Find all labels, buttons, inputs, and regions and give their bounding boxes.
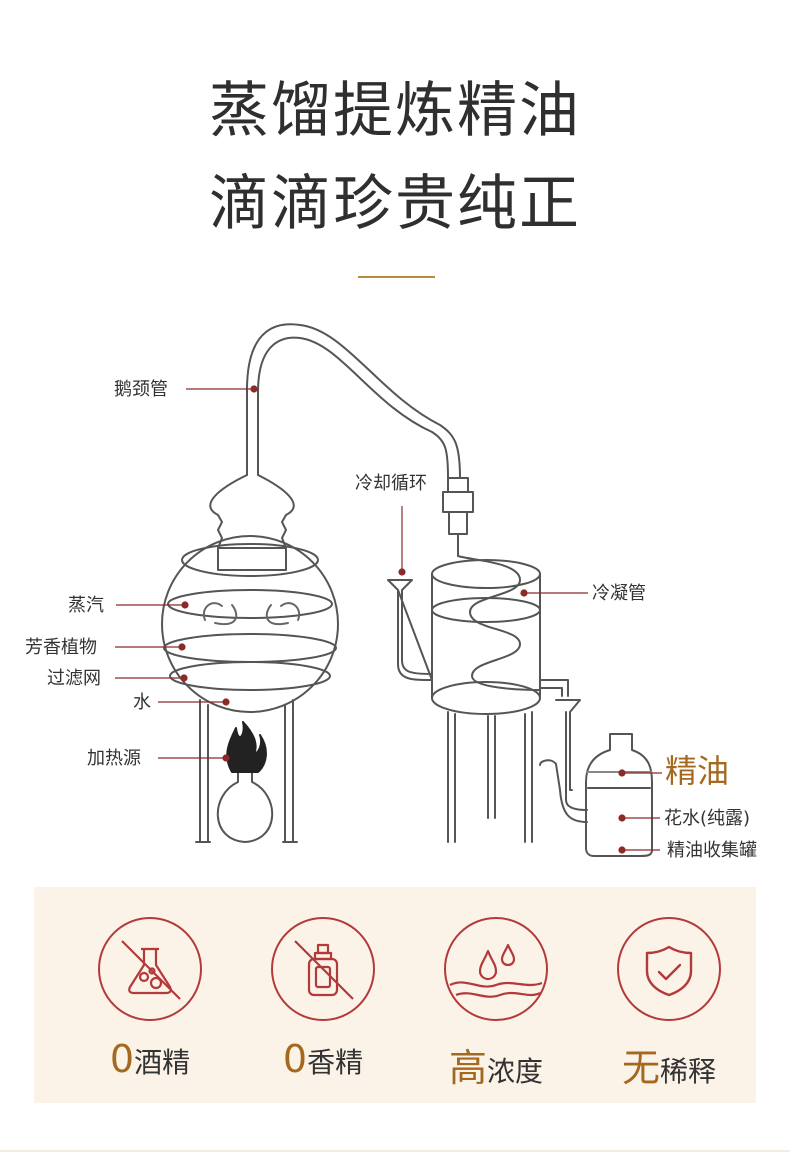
apparatus-lines xyxy=(161,323,653,857)
label-filter: 过滤网 xyxy=(47,668,101,689)
feature-highlight: 高 xyxy=(448,1046,487,1090)
feature-highlight: 无 xyxy=(621,1046,660,1090)
label-collector: 精油收集罐 xyxy=(667,840,757,860)
still-neck xyxy=(217,547,287,571)
feature-high-concentration: 高浓度 xyxy=(421,917,571,1092)
distillation-diagram: 鹅颈管 冷却循环 冷凝管 蒸汽 芳香植物 过滤网 水 加热源 精油 花水(纯露)… xyxy=(25,323,757,860)
title-divider xyxy=(358,276,435,278)
label-leaders xyxy=(115,385,662,854)
features-panel: 0酒精 0香精 高浓度 xyxy=(34,887,756,1103)
collector-bottle xyxy=(585,733,653,857)
label-water: 水 xyxy=(133,692,151,713)
label-heat-source: 加热源 xyxy=(87,748,141,769)
feature-highlight: 0 xyxy=(109,1037,135,1081)
drops-icon xyxy=(444,917,548,1021)
feature-no-alcohol: 0酒精 xyxy=(75,917,225,1081)
cooling-funnel xyxy=(387,579,433,681)
feature-text: 香精 xyxy=(307,1046,364,1079)
gooseneck-tube-inner xyxy=(257,336,449,479)
label-gooseneck: 鹅颈管 xyxy=(114,379,168,400)
label-aromatic-plants: 芳香植物 xyxy=(25,637,97,658)
burner xyxy=(216,769,274,843)
condenser-base xyxy=(431,681,541,715)
label-essential-oil: 精油 xyxy=(665,752,729,790)
shield-check-icon xyxy=(617,917,721,1021)
label-steam: 蒸汽 xyxy=(68,595,104,616)
flask-crossed-icon xyxy=(98,917,202,1021)
feature-text: 浓度 xyxy=(487,1055,544,1088)
label-cooling-cycle: 冷却循环 xyxy=(355,473,427,494)
label-condenser: 冷凝管 xyxy=(592,583,646,604)
page-bottom-border xyxy=(0,1150,790,1152)
still-helmet xyxy=(209,474,295,549)
feature-highlight: 0 xyxy=(282,1037,308,1081)
feature-text: 酒精 xyxy=(134,1046,191,1079)
feature-text: 稀释 xyxy=(660,1055,717,1088)
gooseneck-tube xyxy=(246,323,461,479)
feature-no-fragrance: 0香精 xyxy=(248,917,398,1081)
condenser-coil xyxy=(457,555,541,691)
feature-no-dilution: 无稀释 xyxy=(594,917,744,1092)
page-title: 蒸馏提炼精油 xyxy=(209,76,581,146)
label-hydrosol: 花水(纯露) xyxy=(664,808,750,829)
still-pot xyxy=(161,535,339,713)
page-subtitle: 滴滴珍贵纯正 xyxy=(209,169,581,239)
perfume-bottle-crossed-icon xyxy=(271,917,375,1021)
flame xyxy=(226,721,267,773)
